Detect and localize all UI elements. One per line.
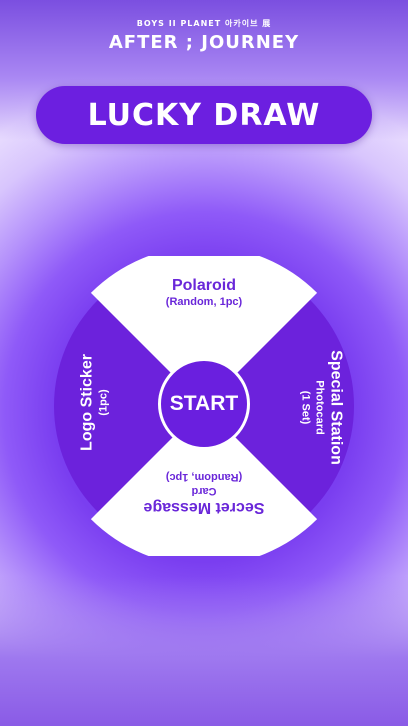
segment-label-right: Special Station Photocard (1 Set)	[299, 338, 346, 478]
segment-left-detail: (1pc)	[97, 389, 110, 416]
segment-label-top: Polaroid (Random, 1pc)	[134, 276, 274, 309]
segment-right-detail-2: (1 Set)	[299, 390, 312, 425]
segment-right-title: Special Station	[327, 350, 345, 465]
segment-top-title: Polaroid	[171, 277, 236, 294]
segment-left-title: Logo Sticker	[78, 354, 96, 451]
bottom-glow	[0, 576, 408, 726]
segment-top-detail: (Random, 1pc)	[165, 296, 243, 308]
segment-bottom-detail-1: Card	[191, 485, 217, 497]
segment-top	[90, 256, 318, 406]
brand-logo: AFTER ; JOURNEY	[108, 32, 300, 53]
segment-bottom-title: Secret Message	[143, 499, 265, 516]
brand-subtitle: BOYS II PLANET 아카이브 展	[136, 19, 272, 28]
segment-bottom-detail-2: (Random, 1pc)	[165, 471, 243, 483]
segment-bottom	[90, 406, 318, 556]
segment-right-detail-1: Photocard	[313, 380, 326, 435]
event-header: BOYS II PLANET 아카이브 展 AFTER ; JOURNEY	[0, 18, 408, 54]
segment-label-bottom: Secret Message Card (Random, 1pc)	[134, 470, 274, 517]
page-title: LUCKY DRAW	[36, 86, 372, 144]
segment-label-left: Logo Sticker (1pc)	[78, 333, 111, 473]
start-button[interactable]: START	[158, 358, 250, 450]
